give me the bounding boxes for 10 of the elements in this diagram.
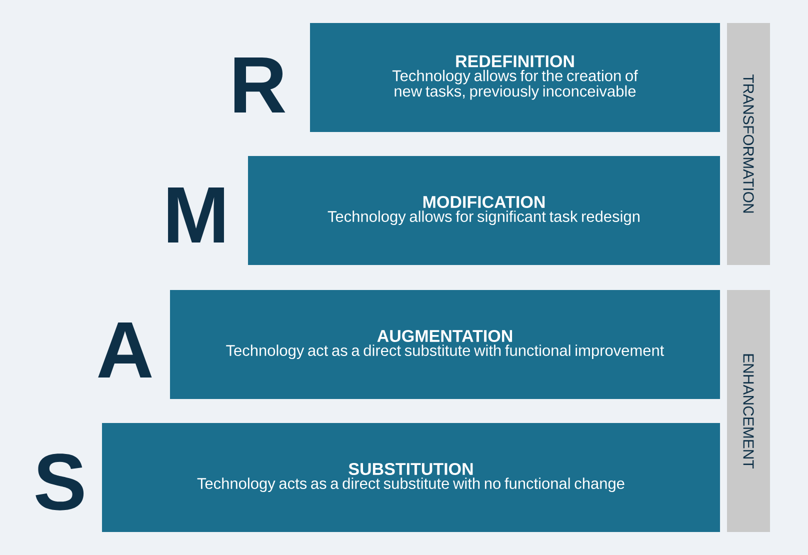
samr-letter: A	[98, 322, 152, 378]
process-box: REDEFINITION Technology allows for the creation of new tasks, previously inconceivable	[310, 23, 720, 132]
process-box: SUBSTITUTION Technology acts as a direct substitute with no functional change	[102, 423, 720, 532]
process-box: AUGMENTATION Technology act as a direct substitute with functional improvement	[170, 290, 720, 399]
category-band: ENHANCEMENT	[727, 290, 770, 532]
samr-letter: M	[168, 187, 224, 243]
category-band: TRANSFORMATION	[727, 23, 770, 265]
samr-letter: S	[36, 454, 84, 510]
process-box: MODIFICATION Technology allows for significant task redesign	[248, 156, 720, 265]
samr-letter: R	[234, 57, 286, 113]
